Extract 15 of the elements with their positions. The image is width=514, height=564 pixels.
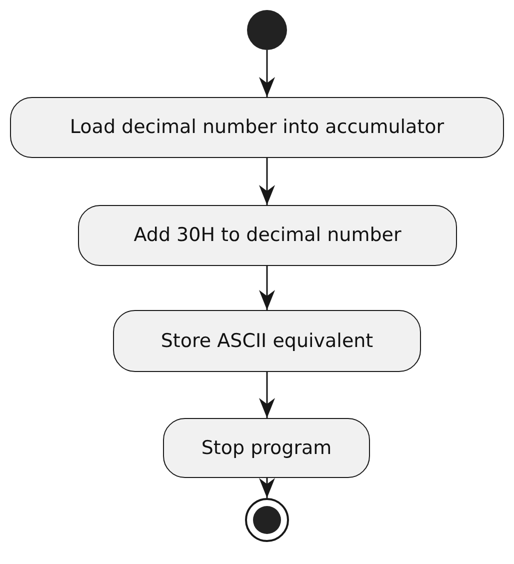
action-text: Store ASCII equivalent: [160, 328, 374, 354]
arrow: [259, 158, 275, 205]
action-box: [10, 97, 504, 158]
action-box: [113, 310, 421, 372]
arrow: [259, 478, 275, 498]
end-node: [245, 498, 289, 542]
action-text: Load decimal number into accumulator: [70, 115, 444, 140]
action-box: [163, 418, 370, 478]
action-text: Stop program: [201, 436, 332, 461]
arrow: [259, 266, 275, 310]
start-node: [247, 10, 287, 50]
action-box: [78, 205, 457, 266]
action-text: Add 30H to decimal number: [134, 223, 402, 248]
arrow: [259, 50, 275, 97]
arrow: [259, 372, 275, 418]
